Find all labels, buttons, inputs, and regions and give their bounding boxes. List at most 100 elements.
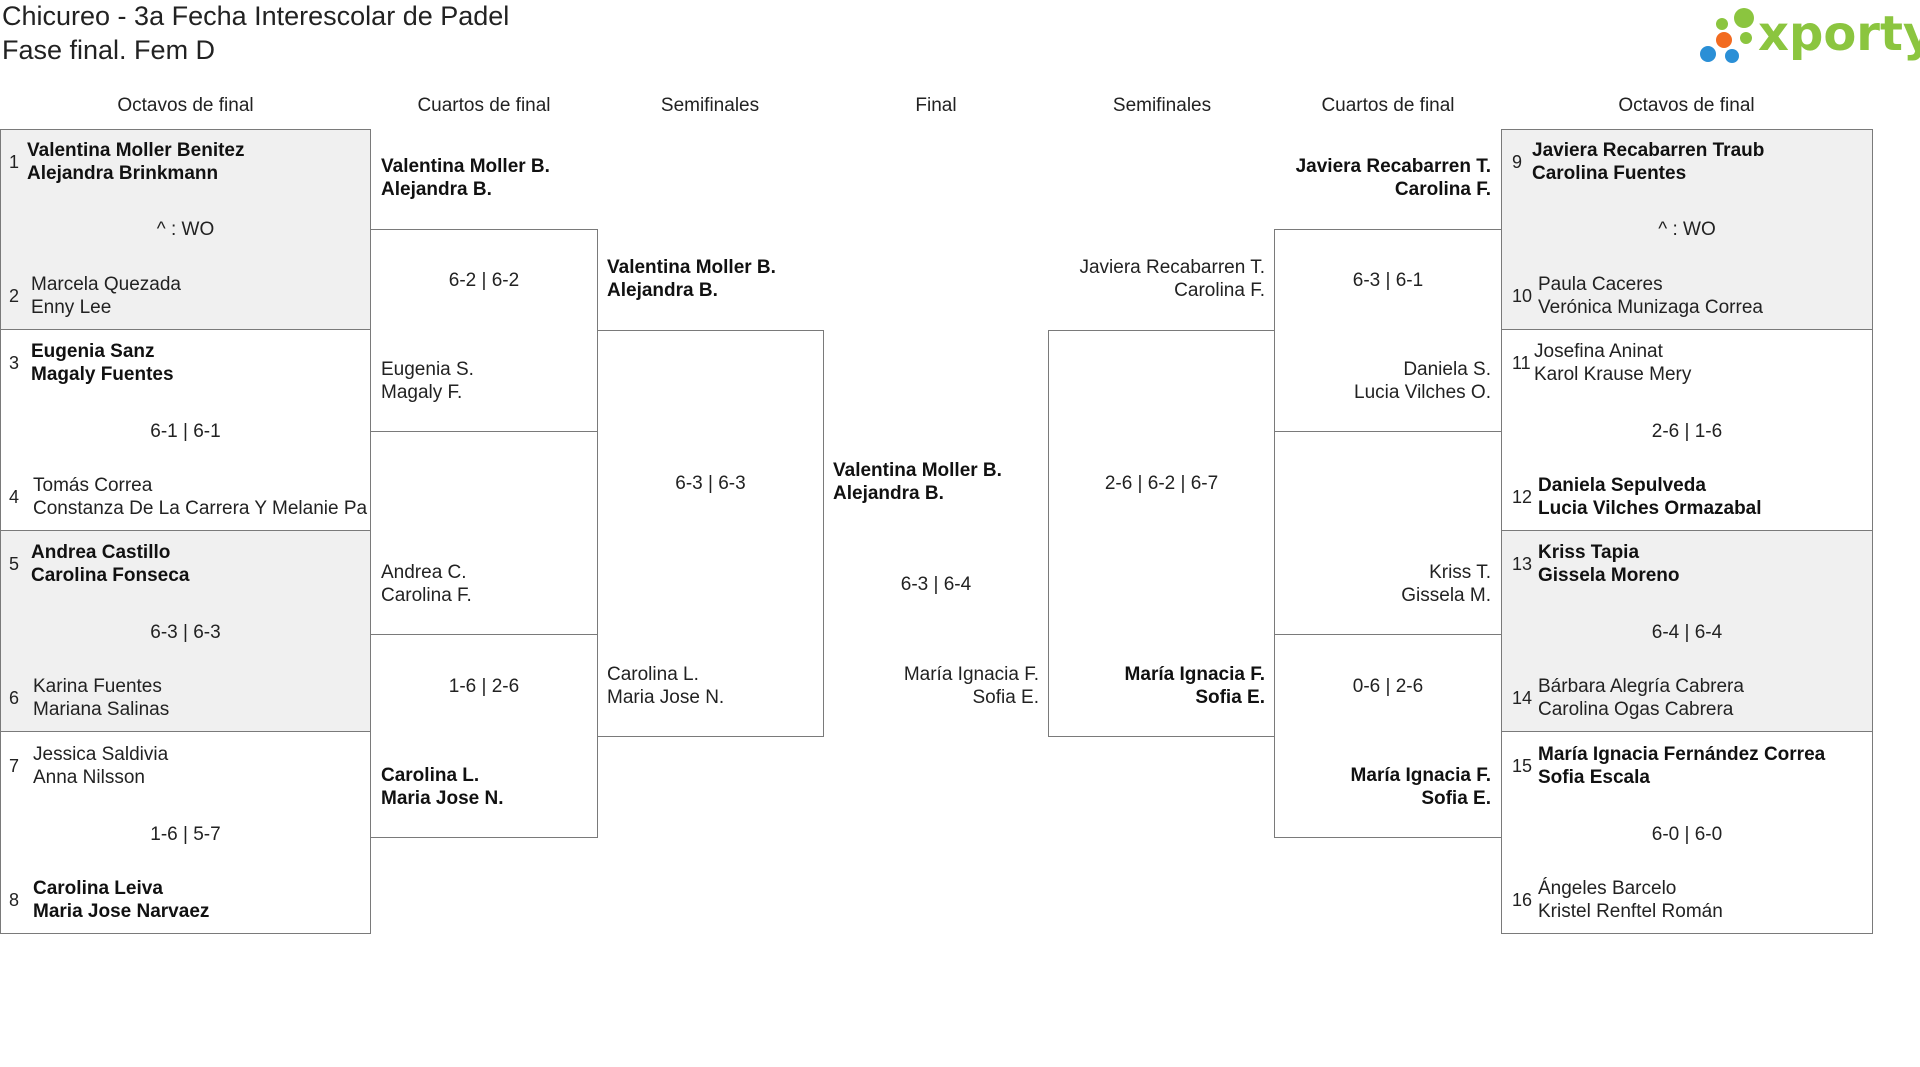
final-team-top[interactable]: Valentina Moller B. Alejandra B. (833, 459, 1002, 505)
match-score: 0-6 | 2-6 (1352, 676, 1424, 697)
team-bottom[interactable]: Carolina L. Maria Jose N. (607, 663, 724, 709)
team-bottom[interactable]: María Ignacia F. Sofia E. (1049, 663, 1265, 709)
player-name: Gissela M. (1401, 585, 1491, 606)
match-right-sf[interactable] (1048, 330, 1275, 737)
team-top[interactable]: Javiera Recabarren T. Carolina F. (1049, 256, 1265, 302)
match-score: ^ : WO (1658, 219, 1716, 240)
xporty-dots-logo-icon (1700, 8, 1754, 63)
team-bottom[interactable]: Marcela Quezada Enny Lee (31, 273, 181, 319)
player-name: Paula Caceres (1538, 274, 1663, 295)
team-top[interactable]: Jessica Saldivia Anna Nilsson (33, 743, 168, 789)
player-name: Carolina Ogas Cabrera (1538, 699, 1734, 720)
seed-number: 2 (9, 286, 20, 306)
header-left-quarterfinals: Cuartos de final (417, 95, 551, 116)
player-name: Ángeles Barcelo (1538, 878, 1677, 899)
player-name: Marcela Quezada (31, 274, 181, 295)
team-bottom[interactable]: Carolina Leiva Maria Jose Narvaez (33, 877, 209, 923)
player-name: Bárbara Alegría Cabrera (1538, 676, 1744, 697)
team-bottom[interactable]: Ángeles Barcelo Kristel Renftel Román (1538, 877, 1723, 923)
page-subtitle: Fase final. Fem D (2, 35, 216, 65)
player-name: Tomás Correa (33, 475, 153, 496)
team-bottom[interactable]: Carolina L. Maria Jose N. (381, 764, 504, 810)
seed-number: 1 (9, 152, 20, 172)
player-name: María Ignacia F. (1124, 664, 1265, 685)
player-name: Sofia E. (1195, 687, 1265, 708)
player-name: Javiera Recabarren Traub (1532, 140, 1765, 161)
seed-number: 12 (1512, 487, 1533, 507)
player-name: Alejandra B. (607, 280, 718, 301)
team-top[interactable]: Andrea C. Carolina F. (381, 561, 472, 607)
match-left-r16-3[interactable] (0, 530, 371, 732)
final-team-bottom[interactable]: María Ignacia F. Sofia E. (823, 663, 1039, 709)
match-score: 6-3 | 6-3 (675, 473, 746, 494)
player-name: Magaly Fuentes (31, 364, 174, 385)
team-bottom[interactable]: María Ignacia F. Sofia E. (1275, 764, 1491, 810)
player-name: Carolina F. (1394, 179, 1491, 200)
seed-number: 13 (1512, 554, 1533, 574)
team-bottom[interactable]: Daniela Sepulveda Lucia Vilches Ormazaba… (1538, 474, 1762, 520)
seed-number: 11 (1512, 353, 1531, 373)
player-name: Carolina Fonseca (31, 565, 190, 586)
team-top[interactable]: Javiera Recabarren Traub Carolina Fuente… (1532, 139, 1764, 185)
team-bottom[interactable]: Paula Caceres Verónica Munizaga Correa (1538, 273, 1763, 319)
match-score: 2-6 | 1-6 (1651, 421, 1723, 442)
seed-number: 5 (9, 554, 20, 574)
player-name: Javiera Recabarren T. (1295, 156, 1491, 177)
team-bottom[interactable]: Eugenia S. Magaly F. (381, 358, 474, 404)
match-score: 1-6 | 2-6 (448, 676, 520, 697)
team-top[interactable]: Valentina Moller Benitez Alejandra Brink… (27, 139, 245, 185)
player-name: María Ignacia F. (1350, 765, 1491, 786)
team-top[interactable]: Josefina Aninat Karol Krause Mery (1534, 340, 1691, 386)
team-top[interactable]: Javiera Recabarren T. Carolina F. (1275, 155, 1491, 201)
team-top[interactable]: Valentina Moller B. Alejandra B. (381, 155, 550, 201)
player-name: Carolina Leiva (33, 878, 163, 899)
match-score: 6-4 | 6-4 (1651, 622, 1723, 643)
player-name: Jessica Saldivia (33, 744, 169, 765)
player-name: Lucia Vilches Ormazabal (1538, 498, 1762, 519)
header-right-semifinals: Semifinales (1112, 95, 1212, 116)
team-bottom[interactable]: Karina Fuentes Mariana Salinas (33, 675, 169, 721)
player-name: Maria Jose N. (381, 788, 504, 809)
seed-number: 4 (9, 487, 20, 507)
player-name: Verónica Munizaga Correa (1538, 297, 1763, 318)
player-name: Sofia E. (972, 687, 1039, 708)
team-top[interactable]: Kriss Tapia Gissela Moreno (1538, 541, 1680, 587)
player-name: Javiera Recabarren T. (1079, 257, 1265, 278)
header-final: Final (915, 95, 957, 116)
player-name: Daniela Sepulveda (1538, 475, 1706, 496)
team-top[interactable]: Kriss T. Gissela M. (1275, 561, 1491, 607)
player-name: Karina Fuentes (33, 676, 162, 697)
team-top[interactable]: Valentina Moller B. Alejandra B. (607, 256, 776, 302)
player-name: Carolina Fuentes (1532, 163, 1687, 184)
team-top[interactable]: María Ignacia Fernández Correa Sofia Esc… (1538, 743, 1825, 789)
match-right-r16-1[interactable] (1501, 129, 1873, 330)
seed-number: 14 (1512, 688, 1533, 708)
page-title: Chicureo - 3a Fecha Interescolar de Pade… (2, 1, 510, 31)
player-name: Alejandra B. (833, 483, 944, 504)
seed-number: 3 (9, 353, 20, 373)
match-score: 6-2 | 6-2 (448, 270, 520, 291)
player-name: Lucia Vilches O. (1354, 382, 1491, 403)
player-name: Kriss Tapia (1538, 542, 1640, 563)
player-name: Karol Krause Mery (1534, 364, 1692, 385)
player-name: Anna Nilsson (33, 767, 145, 788)
player-name: Mariana Salinas (33, 699, 170, 720)
final-score: 6-3 | 6-4 (900, 574, 972, 595)
team-bottom[interactable]: Bárbara Alegría Cabrera Carolina Ogas Ca… (1538, 675, 1744, 721)
header-right-quarterfinals: Cuartos de final (1321, 95, 1455, 116)
match-score: 2-6 | 6-2 | 6-7 (1104, 473, 1219, 494)
team-top[interactable]: Eugenia Sanz Magaly Fuentes (31, 340, 174, 386)
team-bottom[interactable]: Tomás Correa Constanza De La Carrera Y M… (33, 474, 370, 520)
match-left-sf[interactable] (597, 330, 824, 737)
team-top[interactable]: Andrea Castillo Carolina Fonseca (31, 541, 189, 587)
seed-number: 16 (1512, 890, 1533, 910)
xporty-logo[interactable]: xporty (1696, 4, 1920, 68)
player-name: Eugenia S. (381, 359, 474, 380)
player-name: Valentina Moller B. (381, 156, 550, 177)
player-name: María Ignacia Fernández Correa (1538, 744, 1826, 765)
player-name: Andrea Castillo (31, 542, 171, 563)
team-bottom[interactable]: Daniela S. Lucia Vilches O. (1275, 358, 1491, 404)
player-name: María Ignacia F. (903, 664, 1039, 685)
header-left-semifinals: Semifinales (660, 95, 760, 116)
match-right-r16-4[interactable] (1501, 731, 1873, 934)
